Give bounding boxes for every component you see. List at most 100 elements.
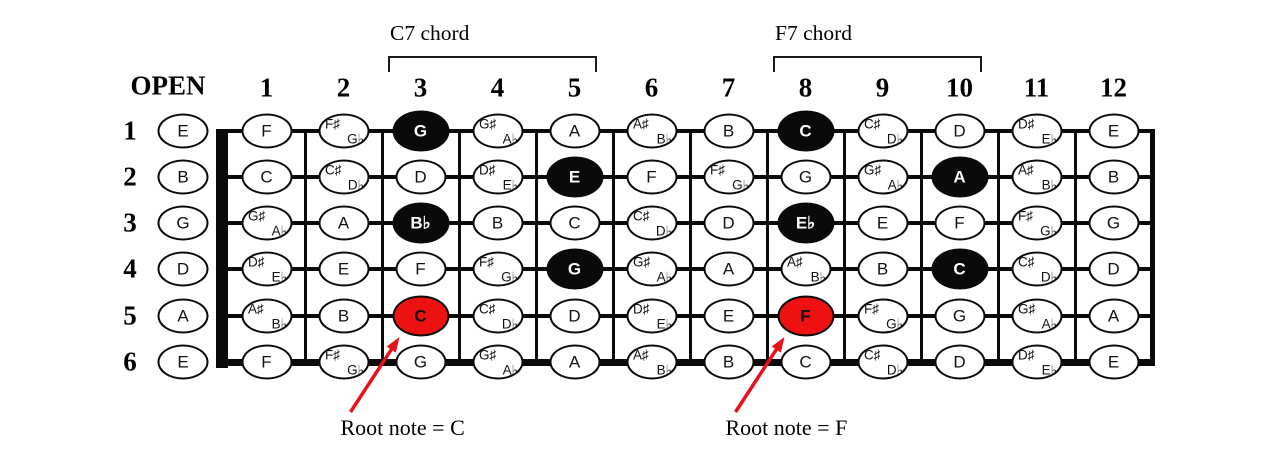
flat-note-name: B♭ xyxy=(271,316,287,331)
string-number-2: 2 xyxy=(123,161,137,192)
flat-note-name: G♭ xyxy=(732,177,749,192)
fret-number-4: 4 xyxy=(490,72,505,103)
note-name: A xyxy=(568,352,581,371)
root-label-2: Root note = F xyxy=(725,415,848,440)
note-name: D xyxy=(1107,259,1120,278)
sharp-note-name: C♯ xyxy=(864,116,881,132)
note-name: E xyxy=(722,306,735,325)
note-name: A xyxy=(953,167,966,186)
note-string-5-fret-2: B xyxy=(318,298,369,334)
note-string-4-fret-3: F xyxy=(395,251,446,287)
note-string-2-fret-3: D xyxy=(395,159,446,195)
sharp-note-name: C♯ xyxy=(864,347,881,363)
note-string-3-fret-8: E♭ xyxy=(777,202,834,244)
note-string-1-fret-8: C xyxy=(777,110,834,152)
note-name: D xyxy=(568,306,581,325)
flat-note-name: D♭ xyxy=(347,177,364,192)
note-string-6-fret-3: G xyxy=(395,344,446,380)
note-string-1-fret-10: D xyxy=(934,113,985,149)
note-string-3-fret-1: G♯A♭ xyxy=(241,205,292,241)
note-string-3-fret-5: C xyxy=(549,205,600,241)
sharp-note-name: F♯ xyxy=(864,301,879,317)
flat-note-name: G♭ xyxy=(501,269,518,284)
note-name: B xyxy=(337,306,350,325)
note-string-6-fret-12: E xyxy=(1088,344,1139,380)
open-column-label: OPEN xyxy=(130,70,206,101)
note-name: G xyxy=(413,121,428,140)
board-right-edge xyxy=(1149,131,1155,364)
note-name: G xyxy=(176,213,190,232)
flat-note-name: A♭ xyxy=(887,177,903,192)
sharp-note-name: C♯ xyxy=(633,208,650,224)
fret-wire-3 xyxy=(457,131,461,364)
string-line-1 xyxy=(216,129,1155,133)
note-name: B xyxy=(491,213,504,232)
fret-wire-5 xyxy=(611,131,615,364)
note-name: A xyxy=(722,259,735,278)
note-string-2-fret-11: A♯B♭ xyxy=(1011,159,1062,195)
note-name: A xyxy=(568,121,581,140)
sharp-note-name: A♯ xyxy=(633,116,649,132)
note-name: F xyxy=(954,213,965,232)
sharp-note-name: F♯ xyxy=(325,116,340,132)
open-note-string-1: E xyxy=(157,113,209,149)
sharp-note-name: C♯ xyxy=(1018,254,1035,270)
sharp-note-name: F♯ xyxy=(710,162,725,178)
note-name: A xyxy=(1107,306,1120,325)
flat-note-name: G♭ xyxy=(886,316,903,331)
flat-note-name: G♭ xyxy=(347,131,364,146)
fret-number-10: 10 xyxy=(946,72,973,103)
note-string-1-fret-3: G xyxy=(392,110,449,152)
note-name: F xyxy=(261,121,272,140)
note-name: E xyxy=(1107,121,1120,140)
flat-note-name: G♭ xyxy=(1040,223,1057,238)
note-name: F xyxy=(800,306,811,325)
note-string-3-fret-6: C♯D♭ xyxy=(626,205,677,241)
flat-note-name: E♭ xyxy=(502,177,518,192)
note-string-3-fret-2: A xyxy=(318,205,369,241)
fret-number-2: 2 xyxy=(336,72,351,103)
note-string-2-fret-5: E xyxy=(546,156,603,198)
fret-wire-10 xyxy=(996,131,1000,364)
note-name: A xyxy=(177,306,189,325)
sharp-note-name: A♯ xyxy=(1018,162,1034,178)
note-name: D xyxy=(953,121,966,140)
nut-bar xyxy=(216,129,228,368)
note-string-3-fret-7: D xyxy=(703,205,754,241)
note-string-6-fret-10: D xyxy=(934,344,985,380)
open-note-string-2: B xyxy=(157,159,209,195)
flat-note-name: A♭ xyxy=(1041,316,1057,331)
note-string-4-fret-9: B xyxy=(857,251,908,287)
sharp-note-name: G♯ xyxy=(864,162,882,178)
chord-label-1: C7 chord xyxy=(390,21,470,45)
note-name: B xyxy=(876,259,889,278)
note-name: E xyxy=(1107,352,1120,371)
note-string-1-fret-6: A♯ B♭ xyxy=(626,113,677,149)
note-string-6-fret-9: C♯D♭ xyxy=(857,344,908,380)
string-number-3: 3 xyxy=(123,207,137,238)
note-string-1-fret-9: C♯D♭ xyxy=(857,113,908,149)
note-string-6-fret-5: A xyxy=(549,344,600,380)
note-string-4-fret-7: A xyxy=(703,251,754,287)
note-string-3-fret-12: G xyxy=(1088,205,1139,241)
note-string-4-fret-12: D xyxy=(1088,251,1139,287)
string-line-6 xyxy=(216,358,1155,366)
note-string-4-fret-5: G xyxy=(546,248,603,290)
sharp-note-name: G♯ xyxy=(479,116,497,132)
note-name: F xyxy=(261,352,272,371)
note-string-5-fret-6: D♯E♭ xyxy=(626,298,677,334)
note-string-5-fret-12: A xyxy=(1088,298,1139,334)
fret-number-1: 1 xyxy=(259,72,274,103)
note-name: G xyxy=(413,352,428,371)
flat-note-name: A♭ xyxy=(502,362,518,377)
note-string-6-fret-1: F xyxy=(241,344,292,380)
sharp-note-name: D♯ xyxy=(1018,116,1035,132)
fret-wire-9 xyxy=(919,131,923,364)
string-number-5: 5 xyxy=(123,300,137,331)
flat-note-name: B♭ xyxy=(656,131,672,146)
note-name: E xyxy=(568,167,581,186)
flat-note-name: D♭ xyxy=(1040,269,1057,284)
sharp-note-name: G♯ xyxy=(633,254,651,270)
note-string-4-fret-11: C♯ D♭ xyxy=(1011,251,1062,287)
note-string-4-fret-10: C xyxy=(931,248,988,290)
